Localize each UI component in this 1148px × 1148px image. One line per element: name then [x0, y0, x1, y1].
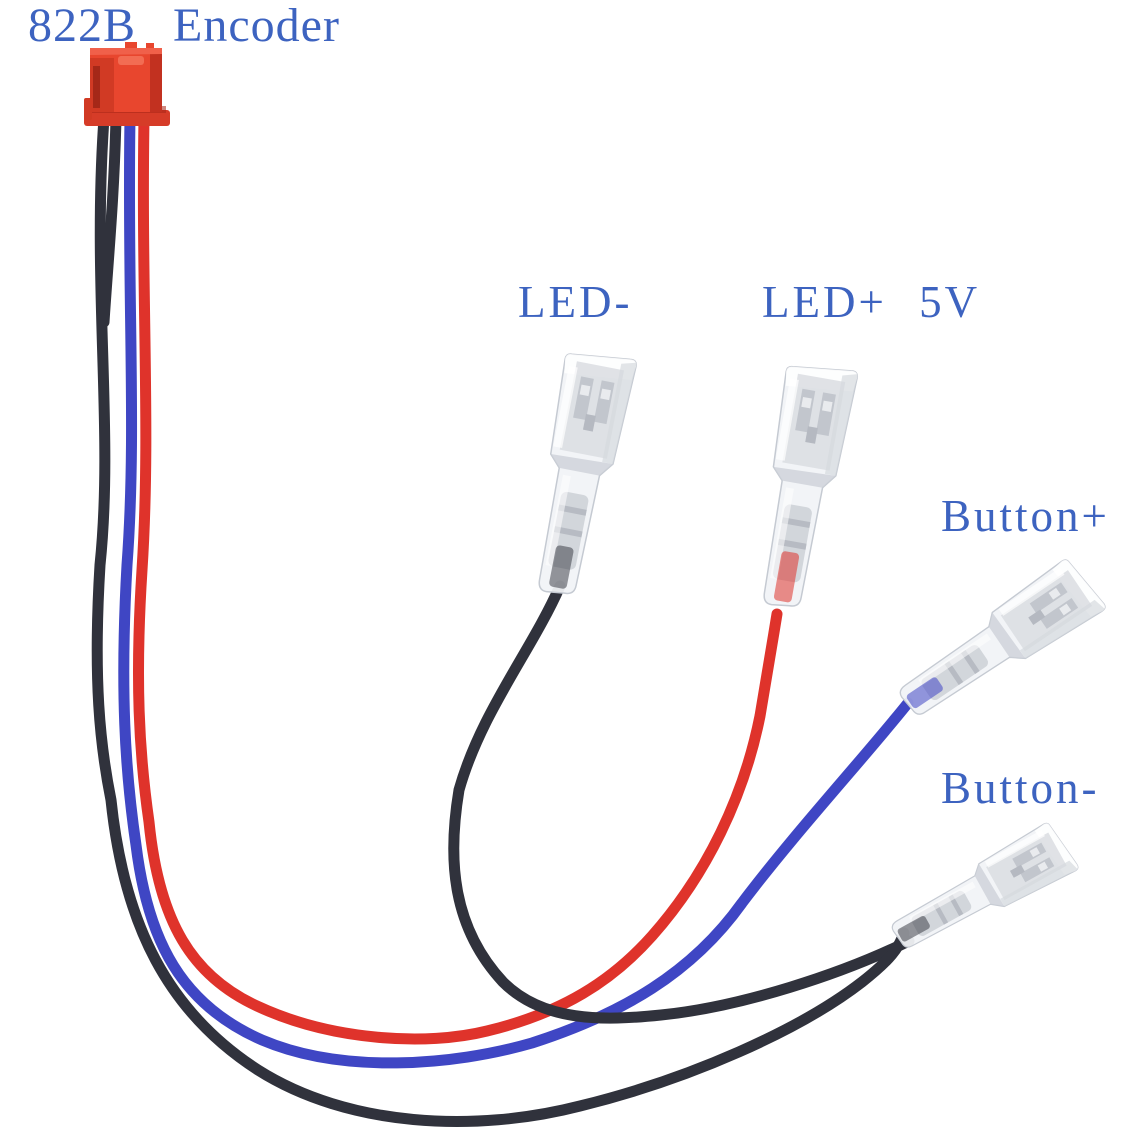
- wire-group: [91, 112, 915, 1128]
- button-minus-wire: [91, 112, 910, 1128]
- jst-connector-tab-left: [125, 42, 137, 52]
- button-minus-label: Button-: [941, 763, 1100, 813]
- jst-connector: [84, 42, 170, 126]
- button-plus-terminal-wire-tint: [906, 677, 943, 709]
- jst-connector-flange: [84, 110, 170, 126]
- button-minus-terminal: [882, 818, 1080, 963]
- led-plus-terminal: [745, 358, 859, 614]
- jst-connector-side-shade: [150, 48, 162, 112]
- jst-connector-slot: [93, 66, 100, 108]
- led-minus-label: LED-: [518, 277, 633, 327]
- led-minus-terminal: [520, 346, 638, 602]
- jst-connector-tab-right: [146, 43, 154, 52]
- led-plus-label: LED+ 5V: [762, 277, 981, 327]
- terminal-group: [520, 346, 1108, 963]
- button-plus-terminal: [888, 554, 1108, 732]
- led-minus-terminal-wire-tint: [549, 545, 574, 589]
- jst-connector-latch: [84, 98, 92, 120]
- jst-connector-top-highlight: [90, 48, 162, 55]
- led-plus-terminal-wire-tint: [773, 551, 800, 603]
- led-minus-wire: [448, 580, 915, 1024]
- encoder-title-label: 822B Encoder: [28, 0, 340, 52]
- button-minus-terminal-wire-tint: [897, 915, 930, 942]
- led-plus-wire: [133, 112, 783, 1045]
- button-plus-label: Button+: [941, 491, 1110, 541]
- jst-connector-glare: [118, 56, 144, 65]
- button-plus-wire: [118, 112, 914, 1069]
